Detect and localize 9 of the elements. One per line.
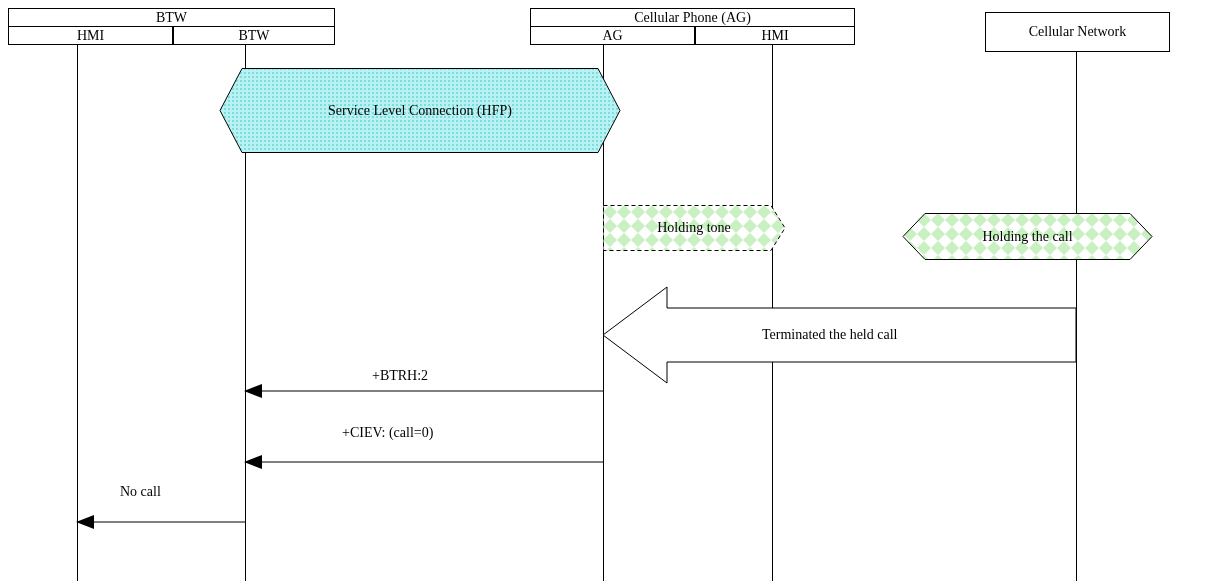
message-arrow [244, 455, 604, 469]
block-arrow [602, 286, 1077, 384]
message-arrow [244, 384, 604, 398]
message-arrow [76, 515, 246, 529]
edge-label: Terminated the held call [761, 327, 899, 343]
state-hexagon: Holding tone [603, 205, 785, 251]
state-hexagon: Holding the call [903, 213, 1152, 260]
edge-label: +CIEV: (call=0) [340, 425, 436, 441]
state-hexagon: Service Level Connection (HFP) [220, 68, 620, 153]
